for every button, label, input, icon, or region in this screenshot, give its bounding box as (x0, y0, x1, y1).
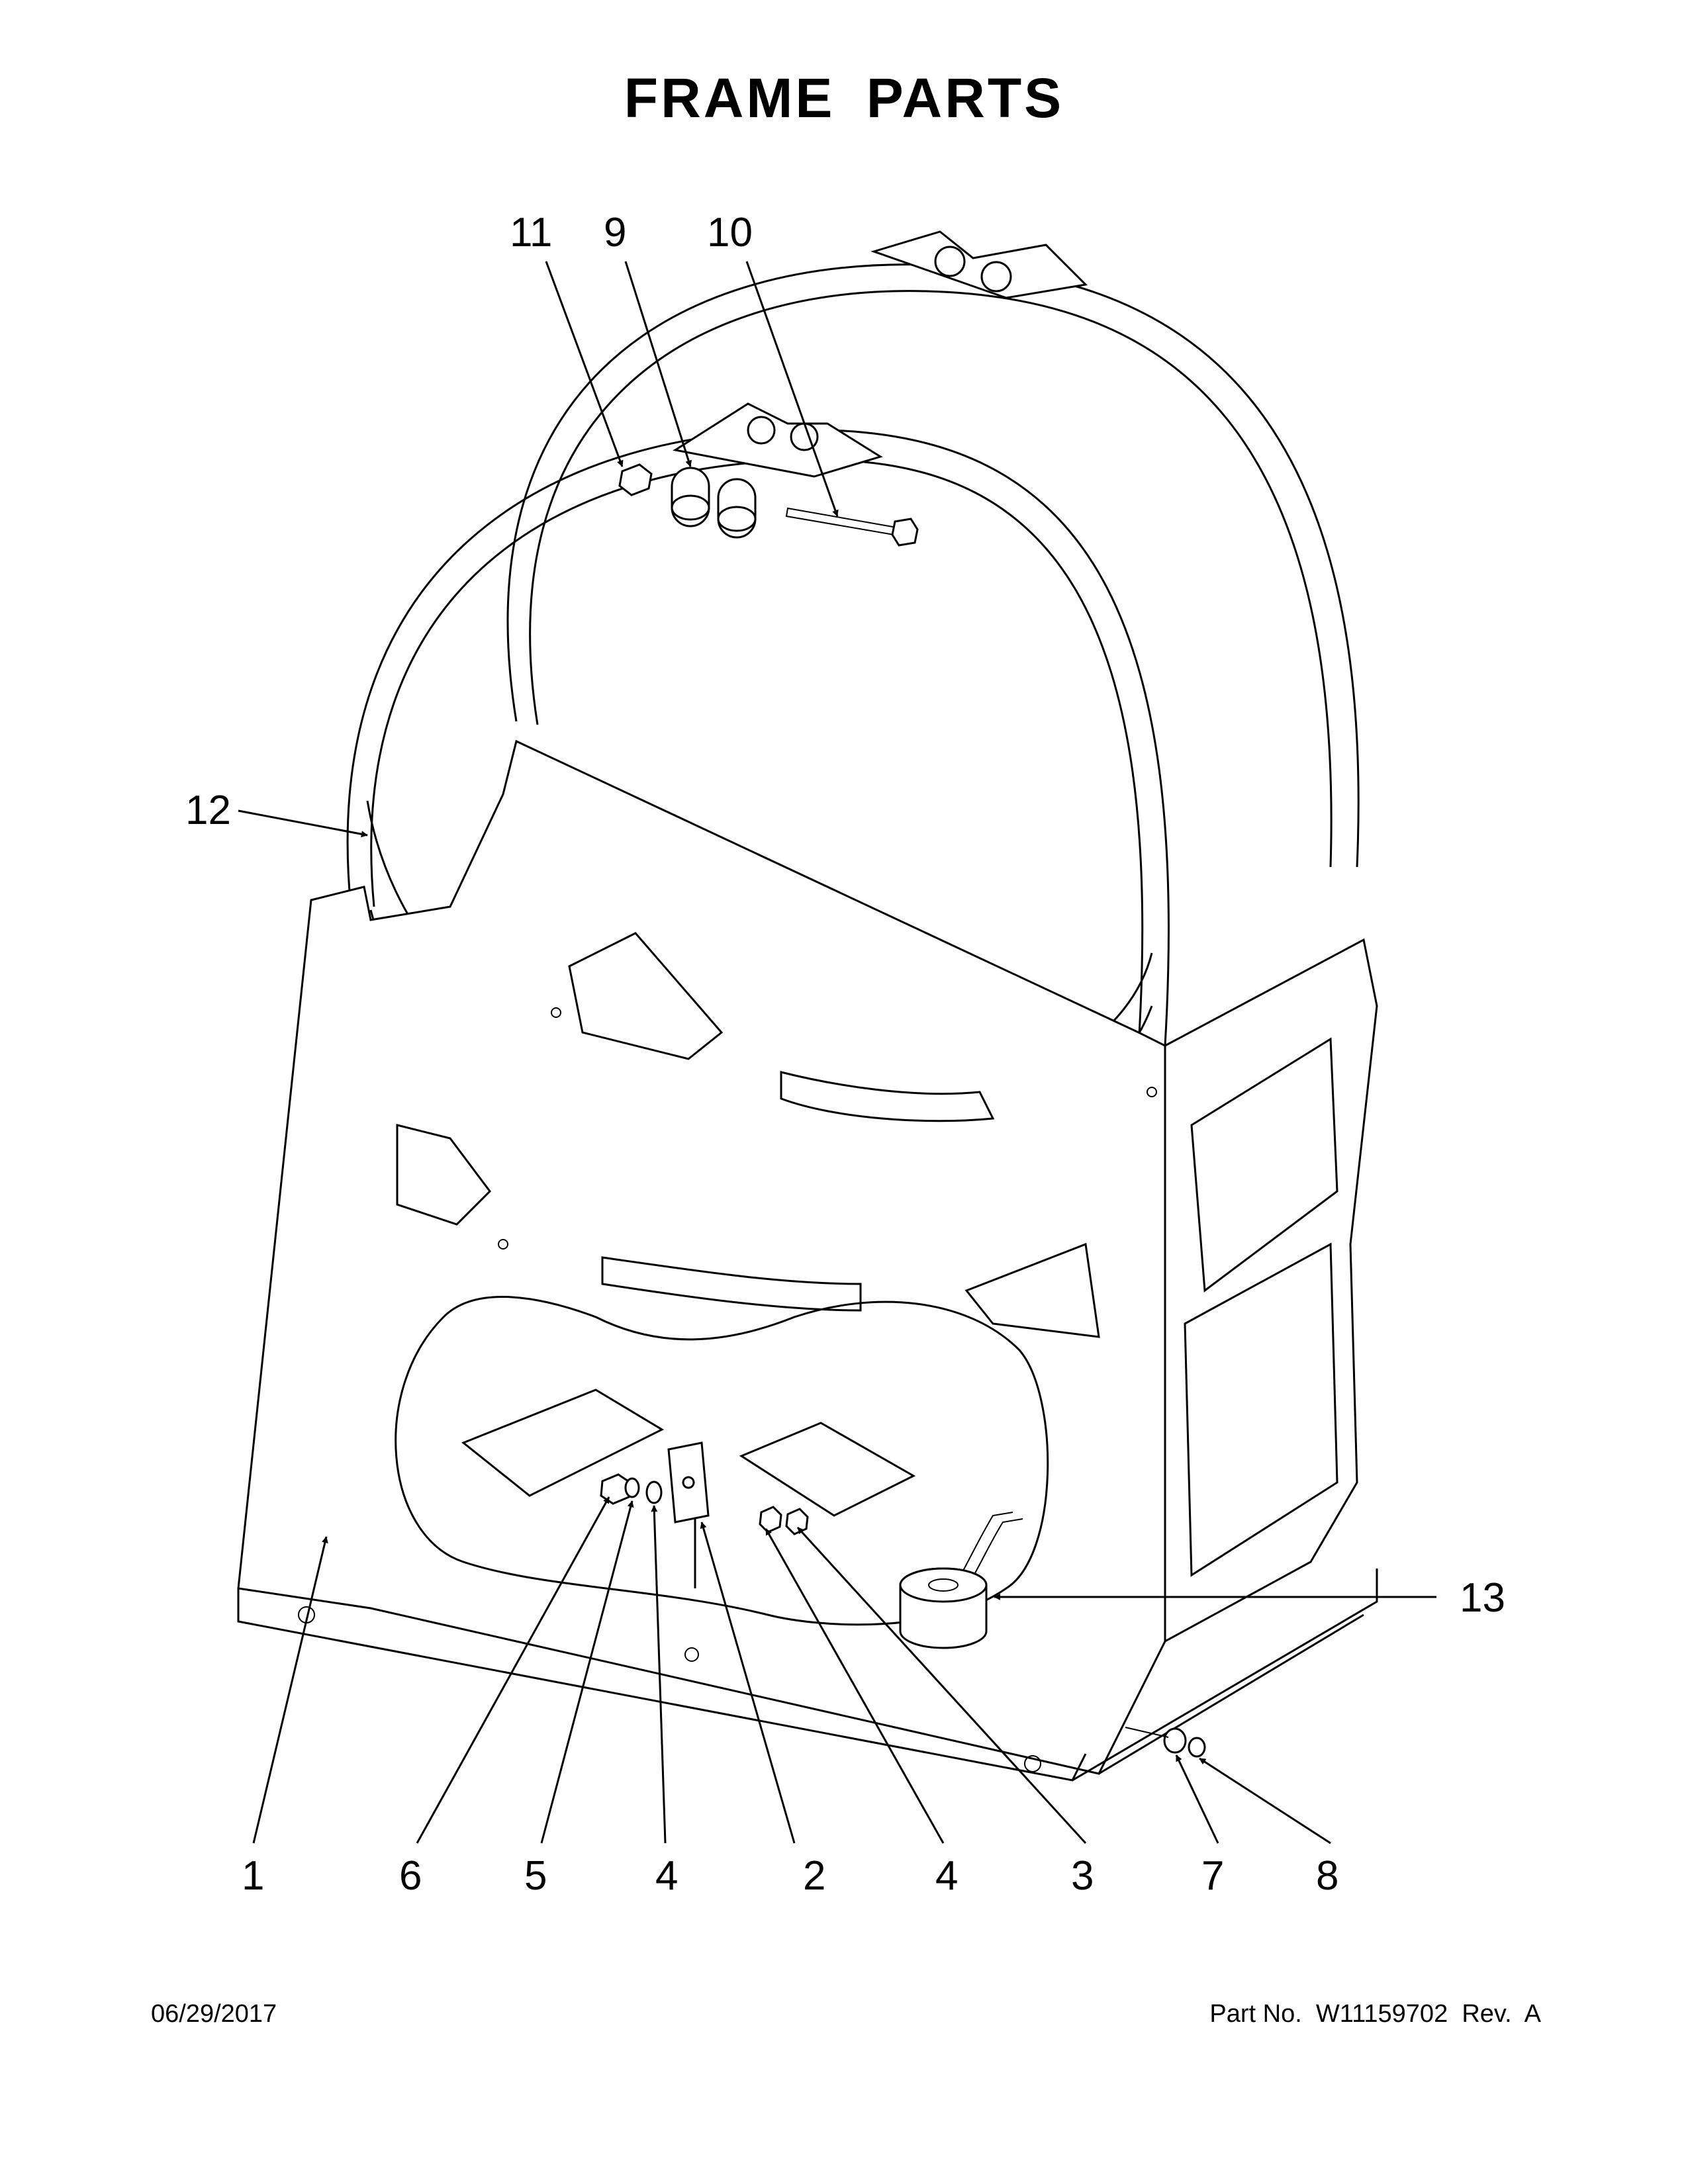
callout-leaders (238, 261, 1436, 1844)
callout-4b: 4 (935, 1853, 958, 1899)
callout-3: 3 (1071, 1853, 1094, 1899)
callout-12: 12 (185, 788, 231, 833)
callout-11: 11 (510, 210, 552, 255)
callout-9: 9 (604, 210, 626, 255)
callout-2: 2 (803, 1853, 825, 1899)
callout-5: 5 (524, 1853, 547, 1899)
callout-labels: 11 9 10 12 13 1 6 5 4 2 4 3 7 8 (185, 210, 1505, 1899)
page-title: FRAME PARTS (624, 67, 1064, 129)
footer-part-number: Part No. W11159702 Rev. A (1209, 2000, 1541, 2028)
callout-10: 10 (707, 210, 753, 255)
callout-1: 1 (242, 1853, 264, 1899)
callout-6: 6 (399, 1853, 422, 1899)
frame-assembly (237, 230, 1378, 1782)
callout-8: 8 (1316, 1853, 1338, 1899)
callout-13: 13 (1460, 1575, 1505, 1621)
footer-date: 06/29/2017 (151, 2000, 277, 2028)
callout-7: 7 (1201, 1853, 1224, 1899)
callout-4a: 4 (655, 1853, 678, 1899)
